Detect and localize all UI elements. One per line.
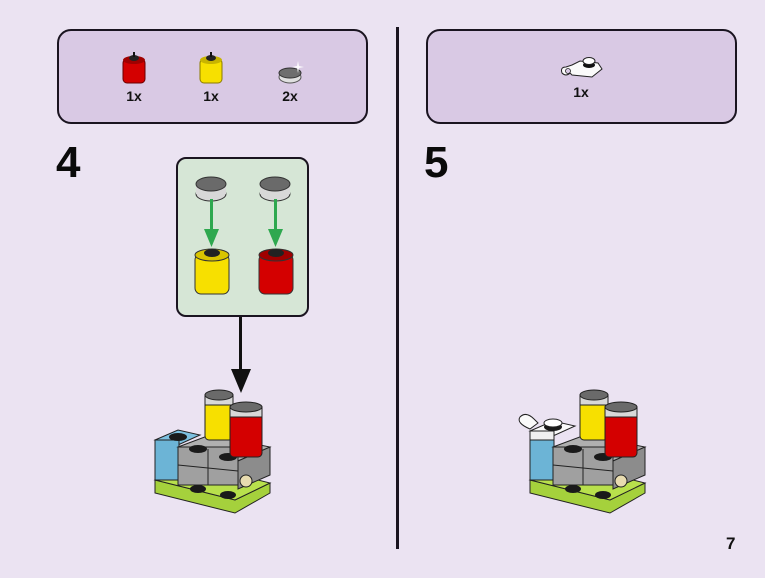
silver-round-tile-icon [195,176,227,202]
red-round-brick-icon [258,248,294,295]
yellow-round-brick-icon [194,248,230,295]
yellow-round-brick-icon [199,52,223,84]
step-number-4: 4 [56,138,81,187]
step-5-model-illustration [518,389,647,514]
down-arrow-icon [231,317,251,393]
sub-assembly-diagram [194,176,294,295]
part-red-round-brick: 1x [119,51,149,103]
green-arrow-icon [268,199,283,247]
silver-round-tile-icon [278,61,304,84]
red-round-brick-icon [122,52,146,84]
page-divider [396,27,399,549]
part-quantity: 1x [203,88,219,104]
part-quantity: 1x [126,88,142,104]
step-4-parts-list: 1x 1x 2x [57,29,368,124]
step-5-parts-list: 1x [426,29,737,124]
silver-round-tile-icon [259,176,291,202]
step-number-5: 5 [424,138,449,187]
part-white-clip-plate: 1x [558,53,604,99]
sub-assembly-callout [176,157,309,317]
page-number: 7 [726,534,736,553]
step-4-model-illustration [153,389,272,514]
green-arrow-icon [204,199,219,247]
part-quantity: 2x [282,88,298,104]
part-quantity: 1x [573,84,589,100]
part-yellow-round-brick: 1x [196,51,226,103]
white-clip-plate-icon [561,57,603,78]
part-silver-round-tile: 2x [275,59,305,103]
